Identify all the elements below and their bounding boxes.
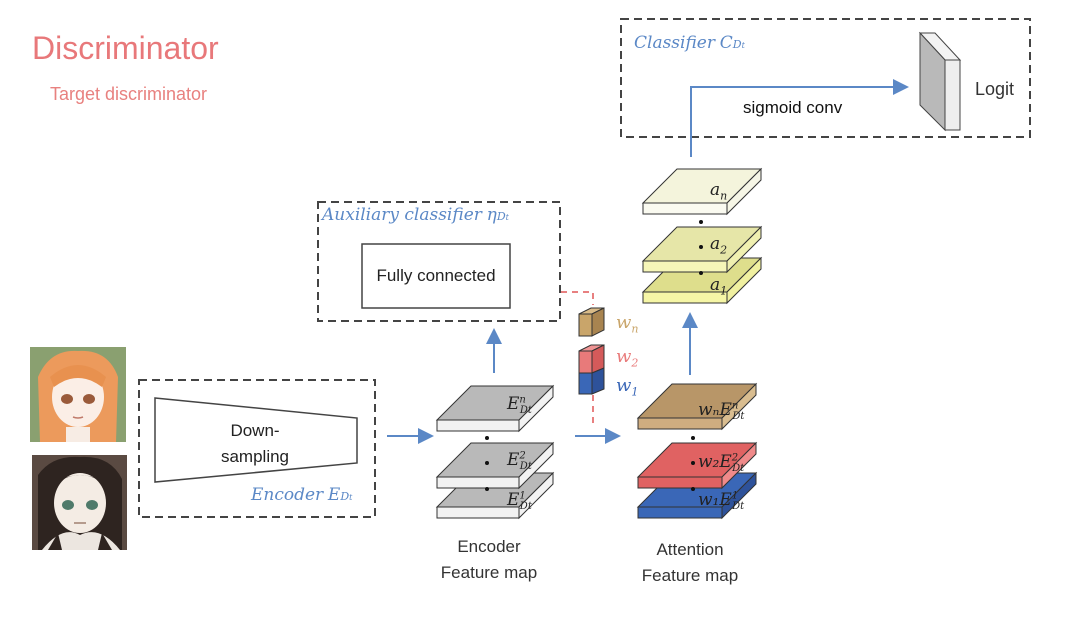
encoder-dashed-box: [138, 379, 376, 518]
encoder-map-slab-2: [435, 441, 555, 490]
attention-caption-line2: Feature map: [641, 566, 739, 585]
weight-label-w2: w2: [616, 346, 639, 370]
slide-subtitle: Target discriminator: [50, 84, 208, 104]
encoder-caption-line2: Feature map: [440, 563, 538, 582]
sigmoid-conv-label: sigmoid conv: [743, 98, 843, 117]
attention-map-slab-n: [636, 382, 758, 431]
attention-map-label-n: wₙEnDt: [698, 400, 745, 423]
weight-label-wn: wn: [616, 312, 639, 336]
encoder-map-label-n: EnDt: [507, 394, 532, 417]
a-map-label-n: an: [710, 180, 728, 203]
classifier-dashed-box: [620, 18, 1031, 138]
attention-ellipsis-dots: [691, 436, 695, 491]
auxiliary-classifier-dashed-box: [317, 201, 561, 322]
anime-face-dark-hair-icon: [32, 455, 127, 550]
a-ellipsis-dots: [699, 220, 703, 275]
downsampling-label: Down- sampling: [155, 418, 355, 470]
downsampling-label-line2: sampling: [220, 447, 290, 466]
encoder-map-label-1: E1Dt: [507, 490, 532, 513]
a-map-slab-n: [641, 167, 763, 216]
input-image-1: [30, 347, 126, 442]
attention-caption-line1: Attention: [656, 540, 724, 559]
anime-face-orange-hair-icon: [30, 347, 126, 442]
attention-map-label-2: w₂E2Dt: [698, 452, 745, 475]
logit-slab: [918, 31, 962, 132]
input-image-2: [32, 455, 127, 550]
weight-cube-w2: [578, 344, 605, 374]
attention-map-label-1: w₁E1Dt: [698, 490, 745, 513]
fully-connected-block: [361, 243, 511, 309]
weight-cube-wn: [578, 307, 605, 337]
encoder-ellipsis-dots: [485, 436, 489, 491]
encoder-caption-line1: Encoder: [457, 537, 521, 556]
fully-connected-label: Fully connected: [376, 266, 496, 285]
logit-label: Logit: [975, 79, 1015, 99]
a-map-label-2: a2: [710, 234, 728, 257]
arrow-maps-to-classifier: [690, 79, 909, 157]
aux-to-weights-dashed-line: [561, 291, 594, 305]
attention-map-slab-2: [636, 441, 758, 490]
auxiliary-classifier-label: Auxiliary classifier ηDt: [322, 205, 509, 225]
downsampling-block: [154, 397, 358, 483]
encoder-map-slab-n: [435, 384, 555, 433]
a-map-slab-2: [641, 225, 763, 274]
slide-title: Discriminator: [32, 30, 219, 66]
a-map-label-1: a1: [710, 275, 728, 298]
downsampling-label-line1: Down-: [230, 421, 280, 440]
encoder-map-label-2: E2Dt: [507, 450, 532, 473]
weight-label-w1: w1: [616, 375, 639, 399]
classifier-label: Classifier CDt: [634, 33, 745, 53]
weight-cube-w1: [578, 367, 605, 395]
attention-feature-map-caption: Attention Feature map: [620, 537, 760, 589]
encoder-label: Encoder EDt: [251, 485, 353, 505]
encoder-feature-map-caption: Encoder Feature map: [424, 534, 554, 586]
